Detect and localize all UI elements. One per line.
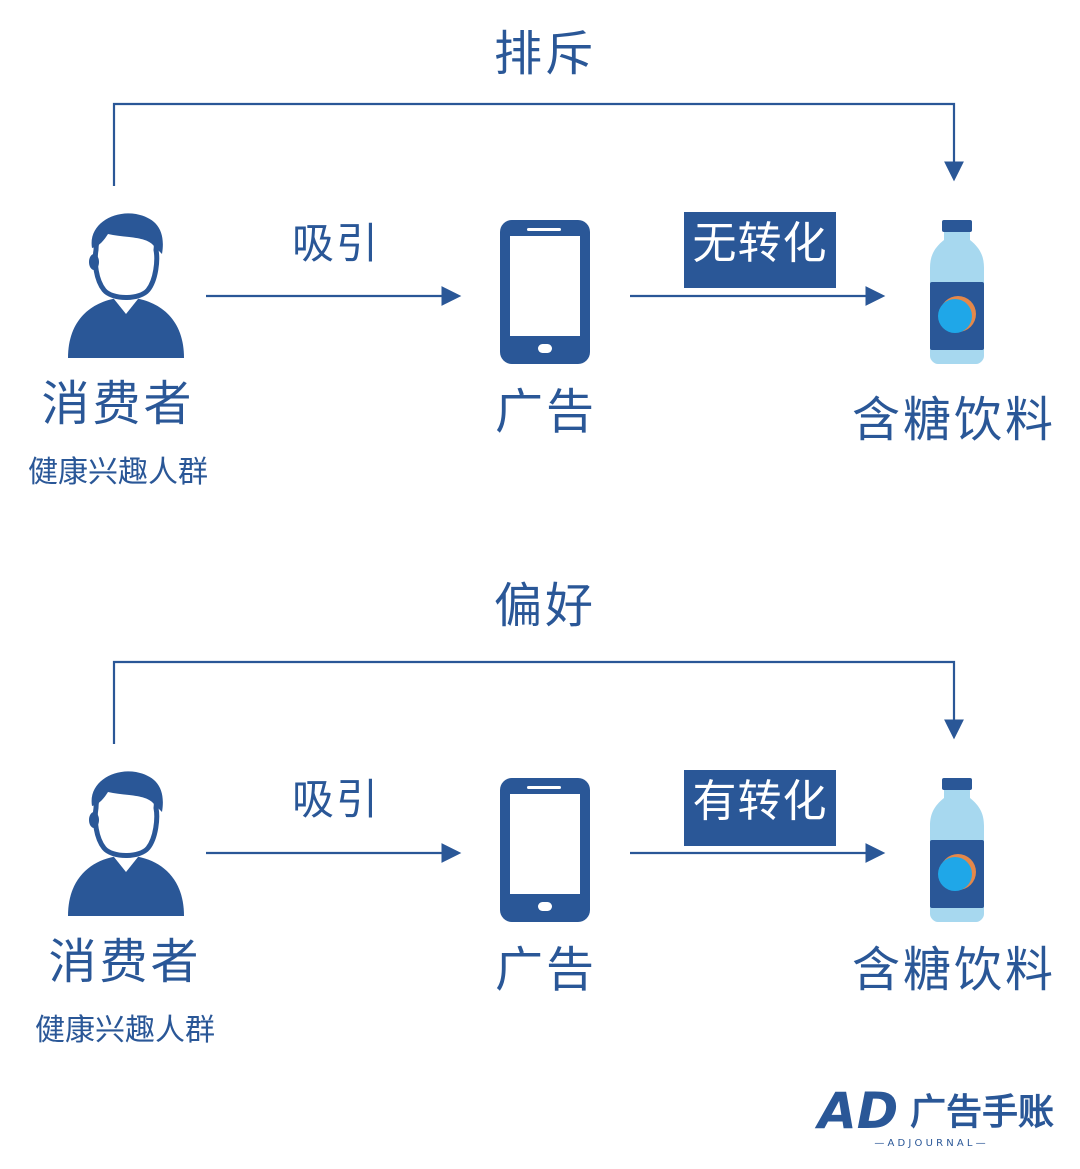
- relation-connector: [112, 660, 964, 744]
- logo-name: 广告手账: [910, 1092, 1054, 1133]
- ad-journal-logo: AD 广告手账 — A D J O U R N A L —: [814, 1082, 1054, 1149]
- conversion-label: 无转化: [693, 218, 828, 269]
- relation-label: 偏好: [494, 578, 596, 634]
- bottle-icon: [930, 778, 984, 922]
- attract-label: 吸引: [292, 775, 380, 824]
- ad-label: 广告: [495, 384, 597, 440]
- panel-preference: 偏好 消费者 健康兴趣人群 吸引 广告 有转化: [35, 578, 1056, 1048]
- consumer-sub-label: 健康兴趣人群: [28, 455, 208, 490]
- conversion-label: 有转化: [693, 776, 828, 827]
- drink-label: 含糖饮料: [852, 942, 1056, 998]
- attract-label: 吸引: [292, 219, 380, 268]
- logo-mark: AD: [814, 1082, 898, 1140]
- bottle-icon: [930, 220, 984, 364]
- ad-label: 广告: [495, 942, 597, 998]
- relation-label: 排斥: [494, 26, 596, 82]
- logo-sub: — A D J O U R N A L —: [874, 1138, 985, 1149]
- person-icon: [68, 213, 184, 358]
- conversion-badge: [684, 212, 836, 288]
- panel-exclusion: 排斥 消费者 健康兴趣人群 吸引 广告 无转化: [28, 26, 1056, 490]
- smartphone-icon: [500, 220, 590, 364]
- consumer-label: 消费者: [48, 934, 201, 990]
- smartphone-icon: [500, 778, 590, 922]
- drink-label: 含糖饮料: [852, 392, 1056, 448]
- person-icon: [68, 771, 184, 916]
- conversion-badge: [684, 770, 836, 846]
- consumer-sub-label: 健康兴趣人群: [35, 1013, 215, 1048]
- relation-connector: [112, 102, 964, 186]
- consumer-label: 消费者: [41, 376, 194, 432]
